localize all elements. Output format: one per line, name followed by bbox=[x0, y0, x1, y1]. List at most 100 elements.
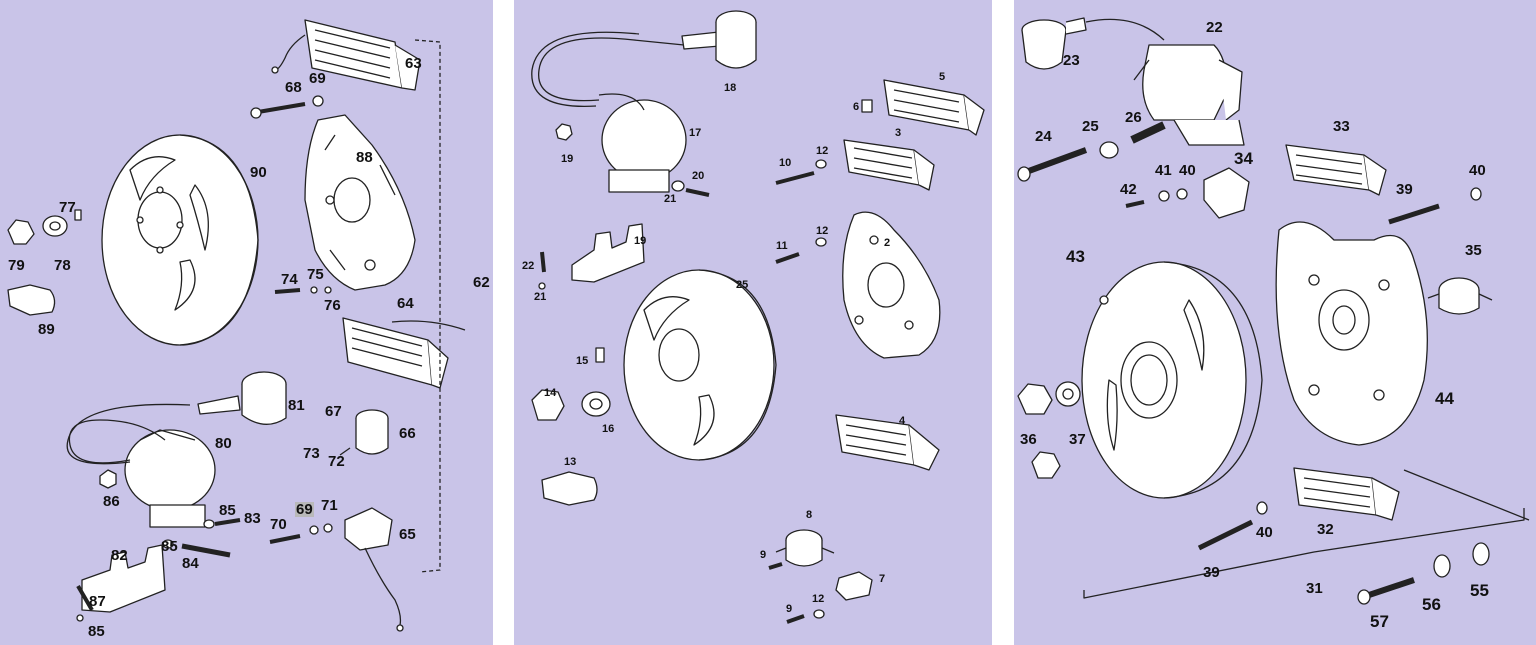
part-label-7: 7 bbox=[879, 573, 886, 585]
washer-part bbox=[162, 539, 174, 549]
assembly-leader-line bbox=[1403, 469, 1530, 521]
bolt-part bbox=[214, 518, 241, 526]
nut-part bbox=[531, 389, 565, 421]
condenser-part bbox=[835, 571, 873, 601]
washer-part bbox=[813, 609, 825, 619]
part-label-80: 80 bbox=[215, 435, 232, 452]
washer-part bbox=[1158, 190, 1170, 202]
part-label-23: 23 bbox=[1063, 52, 1080, 69]
nut-part bbox=[1017, 383, 1053, 415]
washer-part bbox=[310, 286, 318, 294]
exploded-diagram-panel-left: 63 68 69 90 88 77 79 78 62 74 75 76 64 8… bbox=[0, 0, 493, 645]
part-label-85: 85 bbox=[161, 538, 178, 555]
screw-part bbox=[269, 534, 301, 544]
washer-part bbox=[76, 614, 84, 622]
washer-part bbox=[309, 525, 319, 535]
part-label-65: 65 bbox=[399, 526, 416, 543]
part-label-19: 19 bbox=[634, 235, 647, 247]
base-plate-part bbox=[304, 114, 416, 291]
part-label-6: 6 bbox=[853, 101, 860, 113]
part-label-66: 66 bbox=[399, 425, 416, 442]
part-label-5: 5 bbox=[939, 71, 946, 83]
part-label-69: 69 bbox=[309, 70, 326, 87]
lighting-coil-part bbox=[342, 317, 466, 389]
part-label-25: 25 bbox=[1082, 118, 1099, 135]
washer-part bbox=[815, 237, 827, 247]
part-label-40: 40 bbox=[1469, 162, 1486, 179]
part-label-67: 67 bbox=[325, 403, 342, 420]
bolt-part bbox=[1368, 577, 1415, 598]
part-label-85: 85 bbox=[88, 623, 105, 640]
part-label-56: 56 bbox=[1422, 595, 1441, 614]
part-label-24: 24 bbox=[1035, 128, 1052, 145]
part-label-37: 37 bbox=[1069, 431, 1086, 448]
part-label-11: 11 bbox=[776, 240, 788, 252]
part-label-41: 41 bbox=[1155, 162, 1172, 179]
washer-part bbox=[1099, 141, 1119, 159]
washer-hole bbox=[1062, 388, 1074, 400]
part-label-4: 4 bbox=[899, 415, 906, 427]
part-label-39: 39 bbox=[1203, 564, 1220, 581]
parts-drawing-right bbox=[1017, 17, 1530, 605]
part-label-33: 33 bbox=[1333, 118, 1350, 135]
bolt-part bbox=[1197, 519, 1254, 551]
bolt-part bbox=[181, 543, 231, 558]
part-label-62: 62 bbox=[473, 274, 490, 291]
part-label-14: 14 bbox=[544, 387, 557, 399]
key-part bbox=[595, 347, 605, 363]
screw-part bbox=[768, 562, 783, 570]
washer-part bbox=[815, 159, 827, 169]
part-label-26: 26 bbox=[1125, 109, 1142, 126]
part-label-90: 90 bbox=[250, 164, 267, 181]
puller-part bbox=[541, 471, 598, 506]
part-label-15: 15 bbox=[576, 355, 589, 367]
washer-hole bbox=[589, 398, 603, 410]
part-label-32: 32 bbox=[1317, 521, 1334, 538]
part-label-21: 21 bbox=[534, 291, 547, 303]
bolt-part bbox=[257, 102, 306, 114]
spacer-part bbox=[861, 99, 873, 113]
part-label-36: 36 bbox=[1020, 431, 1037, 448]
part-label-12: 12 bbox=[816, 145, 829, 157]
part-label-40: 40 bbox=[1179, 162, 1196, 179]
part-label-84: 84 bbox=[182, 555, 199, 572]
parts-drawing-left bbox=[7, 19, 466, 632]
parts-drawing-middle bbox=[531, 10, 985, 624]
flywheel-part bbox=[623, 269, 777, 461]
part-label-40: 40 bbox=[1256, 524, 1273, 541]
key-part bbox=[74, 209, 82, 221]
part-label-13: 13 bbox=[564, 456, 577, 468]
part-label-22: 22 bbox=[522, 260, 535, 272]
exploded-diagram-panel-middle: 5 18 6 3 17 12 19 10 20 21 12 2 19 11 22… bbox=[514, 0, 992, 645]
washer-part bbox=[1472, 542, 1490, 566]
screw-part bbox=[786, 614, 805, 624]
part-label-10: 10 bbox=[779, 157, 792, 169]
part-label-34: 34 bbox=[1234, 149, 1253, 168]
washer-hole bbox=[49, 221, 61, 231]
screw-part bbox=[274, 288, 301, 294]
nut-part bbox=[1031, 451, 1061, 479]
part-label-72: 72 bbox=[328, 453, 345, 470]
screw-part bbox=[540, 251, 546, 273]
spark-plug-cap-part bbox=[681, 10, 757, 69]
part-label-39: 39 bbox=[1396, 181, 1413, 198]
part-label-78: 78 bbox=[54, 257, 71, 274]
nut-part bbox=[555, 123, 573, 141]
part-label-9: 9 bbox=[760, 549, 767, 561]
part-label-3: 3 bbox=[895, 127, 902, 139]
part-label-42: 42 bbox=[1120, 181, 1137, 198]
nut-part bbox=[7, 219, 35, 245]
part-label-89: 89 bbox=[38, 321, 55, 338]
lighting-coil-part bbox=[1285, 144, 1387, 196]
part-label-79: 79 bbox=[8, 257, 25, 274]
part-label-18: 18 bbox=[724, 82, 737, 94]
ignition-coil-part bbox=[531, 31, 687, 193]
part-label-63: 63 bbox=[405, 55, 422, 72]
screw-part bbox=[775, 252, 800, 264]
part-label-74: 74 bbox=[281, 271, 298, 288]
lighting-coil-part bbox=[883, 79, 985, 136]
part-label-9: 9 bbox=[786, 603, 793, 615]
screw-part bbox=[1125, 200, 1145, 208]
part-label-77: 77 bbox=[59, 199, 76, 216]
part-label-57: 57 bbox=[1370, 612, 1389, 631]
